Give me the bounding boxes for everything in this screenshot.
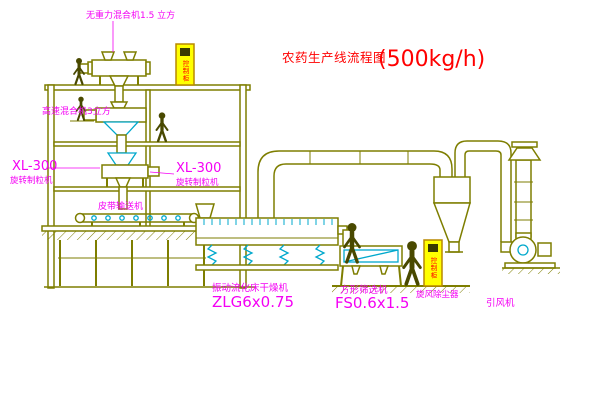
label-dryer-name: 振动流化床干燥机 [212,282,289,294]
control-cabinet-1-label: 控制柜 [181,59,189,83]
control-cabinet-2: 控制柜 [423,239,443,287]
fluid-bed-dryer [195,203,353,271]
label-leader-lines [48,21,175,175]
rotary-granulator [101,152,160,210]
label-dryer-model: ZLG6x0.75 [212,293,294,311]
high-speed-mixer [83,107,147,154]
induced-draft-fan [500,232,560,274]
label-cyclone: 旋风除尘器 [416,289,459,300]
worker-figure-1 [72,56,86,86]
label-gravity-mixer: 无重力混合机1.5 立方 [86,9,175,21]
label-granulator-left-name: 旋转制粒机 [10,175,53,186]
worker-figure-5 [404,241,421,284]
label-sieve-name: 方形筛选机 [340,284,388,296]
cyclone-separator [432,176,471,253]
building-frame [41,84,257,289]
diagram-title: 农药生产线流程图 (500kg/h) [282,47,485,72]
exhaust-stack [507,141,542,238]
gravity-mixer [79,51,151,109]
belt-conveyor [74,212,200,226]
ground-right [332,285,470,293]
label-fan: 引风机 [486,297,515,309]
title-capacity: (500kg/h) [378,47,485,72]
label-granulator-left-model: XL-300 [12,159,57,174]
label-high-speed-mixer: 高速混合机3立方 [42,105,111,117]
title-text: 农药生产线流程图 [282,50,386,65]
label-granulator-mid-name: 旋转制粒机 [176,177,219,188]
label-sieve-model: FS0.6x1.5 [335,294,409,312]
label-granulator-mid-model: XL-300 [176,161,221,176]
label-belt-conveyor: 皮带输送机 [98,200,143,212]
control-cabinet-1: 控制柜 [175,43,195,86]
exhaust-duct-main [257,150,453,218]
control-cabinet-2-label: 控制柜 [429,256,437,280]
cyclone-outlet-duct [454,140,512,242]
worker-figure-3 [154,110,170,143]
